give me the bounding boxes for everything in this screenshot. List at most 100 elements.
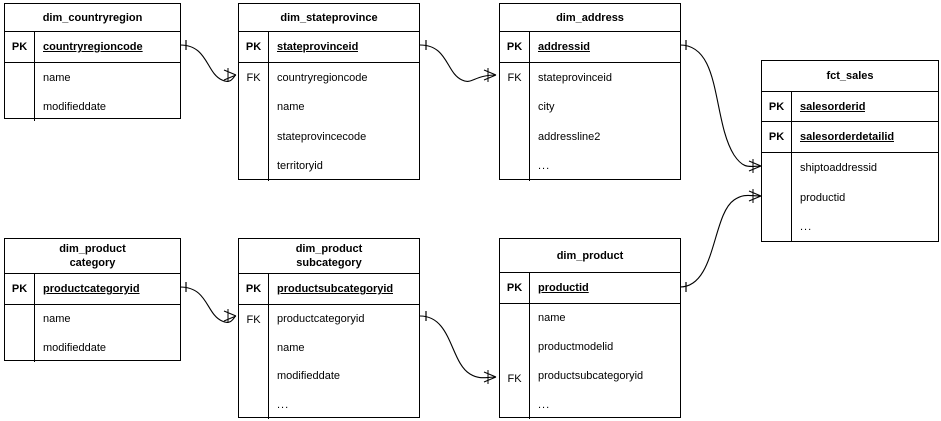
field-name: shiptoaddressid: [800, 161, 878, 174]
field-row[interactable]: productsubcategoryid: [530, 362, 680, 391]
field-row[interactable]: city: [530, 93, 680, 123]
field-row[interactable]: stateprovinceid: [530, 63, 680, 93]
field-name: name: [277, 341, 305, 354]
entity-attributes: FK stateprovinceid city addressline2 ...: [500, 63, 680, 181]
field-row-pk[interactable]: PK productcategoryid: [5, 274, 180, 304]
field-name: stateprovinceid: [277, 41, 359, 53]
attribute-marker-gutter: [5, 305, 35, 362]
key-marker: PK: [5, 32, 35, 62]
field-row[interactable]: stateprovincecode: [269, 122, 419, 152]
entity-attributes: name modifieddate: [5, 305, 180, 362]
entity-primary-keys: PK stateprovinceid: [239, 32, 419, 63]
foreign-key-marker: FK: [507, 72, 522, 84]
field-row[interactable]: name: [35, 63, 180, 92]
relationship-countryregion-stateprovince: [179, 40, 237, 82]
field-row[interactable]: productid: [792, 183, 938, 213]
field-name: ...: [800, 221, 813, 234]
field-name: countryregioncode: [277, 71, 368, 84]
field-name: name: [277, 101, 305, 114]
entity-title: dim_stateprovince: [239, 4, 419, 32]
field-name: city: [538, 101, 555, 114]
field-name: addressline2: [538, 130, 601, 143]
relationship-product-sales: [679, 189, 762, 292]
attribute-marker-gutter: FK: [239, 305, 269, 419]
field-name: territoryid: [277, 160, 323, 173]
field-row[interactable]: countryregioncode: [269, 63, 419, 93]
entity-dim-productsubcategory[interactable]: dim_product subcategory PK productsubcat…: [238, 238, 420, 419]
field-name: ...: [277, 398, 290, 411]
entity-attributes: FK name productmodelid productsubcategor…: [500, 304, 680, 419]
field-name: productsubcategoryid: [277, 283, 394, 295]
field-row[interactable]: name: [269, 334, 419, 363]
field-row[interactable]: name: [35, 305, 180, 334]
entity-dim-productcategory[interactable]: dim_product category PK productcategoryi…: [4, 238, 181, 362]
field-row[interactable]: name: [530, 304, 680, 333]
field-row-pk[interactable]: PK addressid: [500, 32, 680, 62]
key-marker: PK: [239, 274, 269, 304]
entity-dim-address[interactable]: dim_address PK addressid FK stateprovinc…: [499, 3, 681, 181]
field-row[interactable]: ...: [269, 391, 419, 420]
entity-dim-stateprovince[interactable]: dim_stateprovince PK stateprovinceid FK …: [238, 3, 420, 181]
relationship-address-sales: [679, 40, 762, 173]
entity-title: dim_product: [500, 239, 680, 273]
field-name: modifieddate: [277, 370, 340, 383]
attribute-marker-gutter: [762, 153, 792, 242]
key-marker: PK: [239, 32, 269, 62]
foreign-key-marker: FK: [246, 72, 261, 84]
field-name: modifieddate: [43, 341, 106, 354]
field-name: productcategoryid: [277, 313, 365, 326]
field-row[interactable]: ...: [530, 390, 680, 419]
field-row[interactable]: modifieddate: [35, 334, 180, 363]
entity-title: dim_product category: [5, 239, 180, 274]
field-row[interactable]: ...: [530, 152, 680, 182]
entity-primary-keys: PK productcategoryid: [5, 274, 180, 305]
field-row[interactable]: productmodelid: [530, 333, 680, 362]
field-name: name: [43, 71, 71, 84]
field-name: productcategoryid: [43, 283, 140, 295]
field-row-pk[interactable]: PK countryregioncode: [5, 32, 180, 62]
attribute-marker-gutter: [5, 63, 35, 121]
entity-dim-product[interactable]: dim_product PK productid FK name product…: [499, 238, 681, 419]
attribute-marker-gutter: FK: [500, 304, 530, 419]
entity-primary-keys: PK countryregioncode: [5, 32, 180, 63]
key-marker: PK: [500, 32, 530, 62]
entity-title: dim_address: [500, 4, 680, 32]
key-marker: PK: [762, 122, 792, 152]
entity-primary-keys: PK salesorderid PK salesorderdetailid: [762, 92, 938, 153]
field-row-pk[interactable]: PK productid: [500, 273, 680, 303]
field-row[interactable]: productcategoryid: [269, 305, 419, 334]
entity-dim-countryregion[interactable]: dim_countryregion PK countryregioncode n…: [4, 3, 181, 121]
field-row[interactable]: ...: [792, 212, 938, 242]
key-marker: PK: [5, 274, 35, 304]
field-row-pk[interactable]: PK salesorderid: [762, 92, 938, 122]
field-name: addressid: [538, 41, 590, 53]
field-name: name: [43, 313, 71, 326]
entity-attributes: FK productcategoryid name modifieddate .…: [239, 305, 419, 419]
key-marker: PK: [500, 273, 530, 303]
entity-title: dim_countryregion: [5, 4, 180, 32]
entity-title: dim_product subcategory: [239, 239, 419, 274]
field-row[interactable]: name: [269, 93, 419, 123]
field-row-pk[interactable]: PK salesorderdetailid: [762, 122, 938, 152]
relationship-productcategory-subcategory: [179, 282, 237, 323]
field-name: stateprovincecode: [277, 130, 367, 143]
attribute-marker-gutter: FK: [500, 63, 530, 181]
field-name: salesorderid: [800, 100, 866, 113]
field-name: productid: [538, 282, 589, 294]
field-row[interactable]: addressline2: [530, 122, 680, 152]
field-name: name: [538, 312, 566, 325]
field-name: salesorderdetailid: [800, 131, 895, 143]
entity-attributes: FK countryregioncode name stateprovincec…: [239, 63, 419, 181]
relationship-stateprovince-address: [419, 40, 497, 82]
field-row-pk[interactable]: PK stateprovinceid: [239, 32, 419, 62]
field-row[interactable]: shiptoaddressid: [792, 153, 938, 183]
field-name: productid: [800, 191, 846, 204]
key-marker: PK: [762, 92, 792, 121]
entity-fct-sales[interactable]: fct_sales PK salesorderid PK salesorderd…: [761, 60, 939, 242]
field-row[interactable]: modifieddate: [35, 92, 180, 121]
entity-primary-keys: PK productsubcategoryid: [239, 274, 419, 305]
field-row[interactable]: modifieddate: [269, 362, 419, 391]
field-row-pk[interactable]: PK productsubcategoryid: [239, 274, 419, 304]
field-row[interactable]: territoryid: [269, 152, 419, 182]
